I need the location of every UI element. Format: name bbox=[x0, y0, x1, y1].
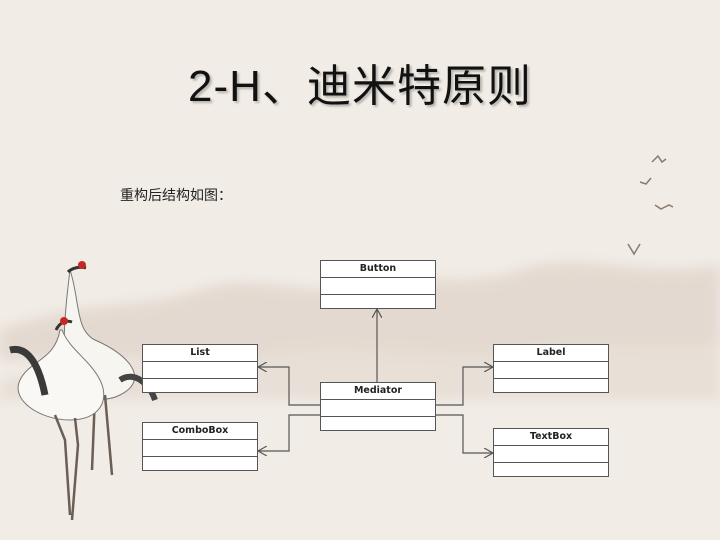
class-mediator: Mediator bbox=[320, 382, 436, 431]
class-button: Button bbox=[320, 260, 436, 309]
class-list: List bbox=[142, 344, 258, 393]
class-mediator-name: Mediator bbox=[321, 383, 435, 400]
class-label-operations bbox=[494, 379, 608, 395]
class-label-name: Label bbox=[494, 345, 608, 362]
edge-mediator-list bbox=[258, 367, 320, 406]
class-textbox-operations bbox=[494, 463, 608, 479]
class-combobox-name: ComboBox bbox=[143, 423, 257, 440]
class-list-name: List bbox=[143, 345, 257, 362]
class-button-name: Button bbox=[321, 261, 435, 278]
class-mediator-attributes bbox=[321, 400, 435, 417]
birds-icon bbox=[627, 154, 674, 256]
edge-mediator-combobox bbox=[258, 414, 320, 451]
class-list-attributes bbox=[143, 362, 257, 379]
class-textbox-attributes bbox=[494, 446, 608, 463]
class-button-operations bbox=[321, 295, 435, 311]
class-combobox: ComboBox bbox=[142, 422, 258, 471]
slide-title: 2-H、迪米特原则 bbox=[188, 62, 532, 111]
class-list-operations bbox=[143, 379, 257, 395]
class-mediator-operations bbox=[321, 417, 435, 433]
class-textbox-name: TextBox bbox=[494, 429, 608, 446]
class-label-attributes bbox=[494, 362, 608, 379]
class-button-attributes bbox=[321, 278, 435, 295]
slide-caption: 重构后结构如图： bbox=[120, 188, 232, 204]
edge-mediator-textbox bbox=[435, 414, 493, 453]
crane-icon bbox=[9, 261, 158, 521]
class-textbox: TextBox bbox=[493, 428, 609, 477]
class-combobox-attributes bbox=[143, 440, 257, 457]
edge-mediator-label bbox=[435, 367, 493, 406]
class-label: Label bbox=[493, 344, 609, 393]
class-combobox-operations bbox=[143, 457, 257, 473]
